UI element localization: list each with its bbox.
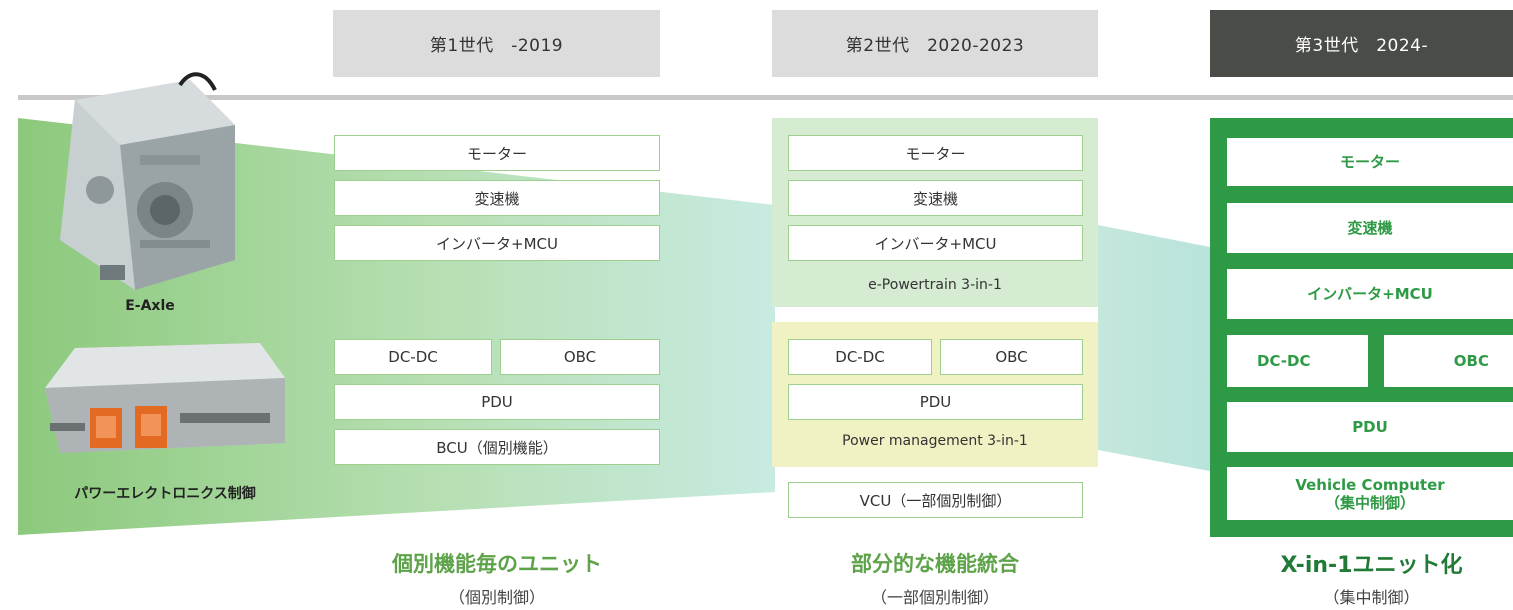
gen1-bcu-box: BCU（個別機能） bbox=[334, 429, 660, 465]
gen2-vcu-box: VCU（一部個別制御） bbox=[788, 482, 1083, 518]
gen1-header: 第1世代 -2019 bbox=[333, 10, 660, 77]
gen1-dcdc-label: DC-DC bbox=[388, 348, 438, 366]
gen3-transmission-label: 変速機 bbox=[1347, 219, 1393, 237]
gen3-pdu-label: PDU bbox=[1352, 418, 1388, 436]
gen3-dcdc-cell: DC-DC bbox=[1227, 335, 1368, 387]
eaxle-label: E-Axle bbox=[125, 298, 175, 314]
gen3-header: 第3世代 2024- bbox=[1210, 10, 1513, 77]
gen2-power-caption: Power management 3-in-1 bbox=[842, 433, 1028, 449]
gen2-pdu-box: PDU bbox=[788, 384, 1083, 420]
gen3-obc-cell: OBC bbox=[1384, 335, 1513, 387]
gen3-title: X-in-1ユニット化 bbox=[1280, 553, 1463, 578]
gen1-inverter-box: インバータ+MCU bbox=[334, 225, 660, 261]
gen1-obc-label: OBC bbox=[563, 348, 597, 366]
gen2-header: 第2世代 2020-2023 bbox=[772, 10, 1098, 77]
gen1-motor-label: モーター bbox=[466, 144, 527, 163]
gen2-obc-label: OBC bbox=[995, 348, 1028, 366]
gen2-transmission-box: 変速機 bbox=[788, 180, 1083, 216]
gen3-obc-label: OBC bbox=[1453, 352, 1489, 370]
gen2-obc-box: OBC bbox=[940, 339, 1083, 375]
gen1-bcu-label: BCU（個別機能） bbox=[436, 438, 558, 457]
gen3-subtitle: （集中制御） bbox=[1323, 588, 1420, 607]
gen2-motor-label: モーター bbox=[905, 144, 966, 163]
gen2-dcdc-box: DC-DC bbox=[788, 339, 932, 375]
gen3-motor-label: モーター bbox=[1339, 153, 1400, 171]
gen1-header-label: 第1世代 -2019 bbox=[429, 36, 564, 56]
gen1-transmission-box: 変速機 bbox=[334, 180, 660, 216]
gen3-transmission-cell: 変速機 bbox=[1227, 203, 1513, 253]
gen1-transmission-label: 変速機 bbox=[474, 189, 520, 208]
gen3-inverter-cell: インバータ+MCU bbox=[1227, 269, 1513, 319]
gen2-funnel bbox=[1098, 225, 1215, 472]
gen1-motor-box: モーター bbox=[334, 135, 660, 171]
gen2-inverter-label: インバータ+MCU bbox=[874, 234, 997, 253]
gen3-vehicle-computer-cell: Vehicle Computer （集中制御） bbox=[1227, 467, 1513, 520]
gen2-inverter-box: インバータ+MCU bbox=[788, 225, 1083, 261]
gen1-dcdc-box: DC-DC bbox=[334, 339, 492, 375]
gen2-motor-box: モーター bbox=[788, 135, 1083, 171]
gen2-vcu-label: VCU（一部個別制御） bbox=[859, 491, 1012, 510]
gen3-motor-cell: モーター bbox=[1227, 138, 1513, 186]
gen2-title: 部分的な機能統合 bbox=[851, 552, 1019, 576]
gen2-subtitle: （一部個別制御） bbox=[870, 588, 999, 607]
eaxle-image bbox=[60, 72, 235, 290]
gen3-pdu-cell: PDU bbox=[1227, 402, 1513, 452]
gen3-vehicle-computer-line2: （集中制御） bbox=[1324, 493, 1415, 512]
gen1-obc-box: OBC bbox=[500, 339, 660, 375]
gen3-vehicle-computer-line1: Vehicle Computer bbox=[1295, 475, 1445, 494]
gen2-dcdc-label: DC-DC bbox=[835, 348, 885, 366]
timeline-divider bbox=[18, 95, 1513, 100]
gen1-title: 個別機能毎のユニット bbox=[392, 552, 602, 576]
gen2-pdu-label: PDU bbox=[919, 393, 952, 411]
gen3-header-label: 第3世代 2024- bbox=[1294, 36, 1429, 56]
power-electronics-image bbox=[45, 343, 285, 453]
gen1-pdu-box: PDU bbox=[334, 384, 660, 420]
gen2-transmission-label: 変速機 bbox=[912, 189, 958, 208]
power-electronics-label: パワーエレクトロニクス制御 bbox=[74, 486, 256, 502]
gen2-header-label: 第2世代 2020-2023 bbox=[845, 36, 1025, 56]
gen1-inverter-label: インバータ+MCU bbox=[436, 234, 558, 253]
gen2-powertrain-caption: e-Powertrain 3-in-1 bbox=[868, 277, 1002, 293]
gen3-inverter-label: インバータ+MCU bbox=[1307, 285, 1433, 303]
gen1-pdu-label: PDU bbox=[481, 393, 513, 411]
gen1-subtitle: （個別制御） bbox=[448, 588, 545, 607]
gen3-dcdc-label: DC-DC bbox=[1257, 352, 1311, 370]
